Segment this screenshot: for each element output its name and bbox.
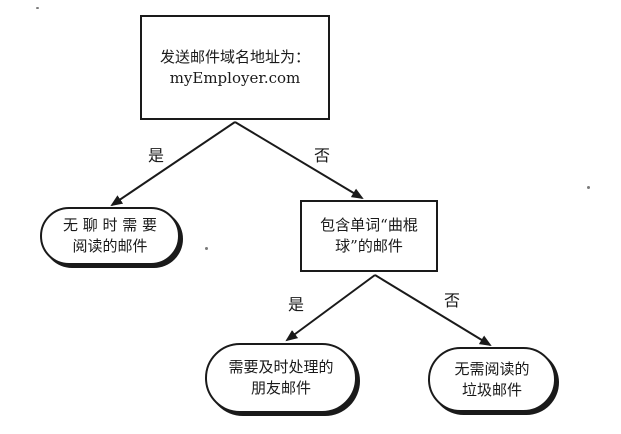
hockey-yes-label: 是 bbox=[288, 295, 305, 314]
root-line-2: myEmployer.com bbox=[169, 68, 301, 87]
hockey-line-2: 球”的邮件 bbox=[335, 237, 403, 255]
scan-speck bbox=[36, 7, 39, 9]
root-decision-node: 发送邮件域名地址为： myEmployer.com bbox=[140, 15, 330, 120]
leaf-spam-line-1: 无需阅读的 bbox=[454, 359, 530, 378]
root-yes-label: 是 bbox=[148, 146, 165, 165]
leaf-bored-reading: 无 聊 时 需 要 阅读的邮件 bbox=[40, 207, 180, 265]
arrow-root-to-left-leaf bbox=[110, 121, 236, 207]
leaf-friend-line-2: 朋友邮件 bbox=[250, 379, 311, 397]
scan-speck bbox=[205, 247, 208, 250]
root-line-1: 发送邮件域名地址为： bbox=[159, 47, 310, 66]
leaf-friend-line-1: 需要及时处理的 bbox=[228, 358, 334, 376]
root-no-label: 否 bbox=[314, 146, 331, 165]
scan-speck bbox=[587, 186, 590, 189]
leaf-bored-line-2: 阅读的邮件 bbox=[72, 237, 148, 255]
arrow-mid-to-mid-left-leaf bbox=[285, 274, 376, 342]
hockey-line-1: 包含单词“曲棍 bbox=[320, 216, 418, 234]
arrow-mid-to-right-leaf bbox=[374, 274, 492, 347]
leaf-spam-mail: 无需阅读的 垃圾邮件 bbox=[428, 347, 556, 412]
arrow-root-to-mid-node bbox=[234, 121, 364, 200]
leaf-friend-mail: 需要及时处理的 朋友邮件 bbox=[205, 343, 357, 413]
leaf-bored-line-1: 无 聊 时 需 要 bbox=[62, 216, 158, 234]
leaf-spam-line-2: 垃圾邮件 bbox=[461, 380, 522, 399]
hockey-decision-node: 包含单词“曲棍 球”的邮件 bbox=[300, 200, 438, 272]
hockey-no-label: 否 bbox=[444, 291, 461, 310]
